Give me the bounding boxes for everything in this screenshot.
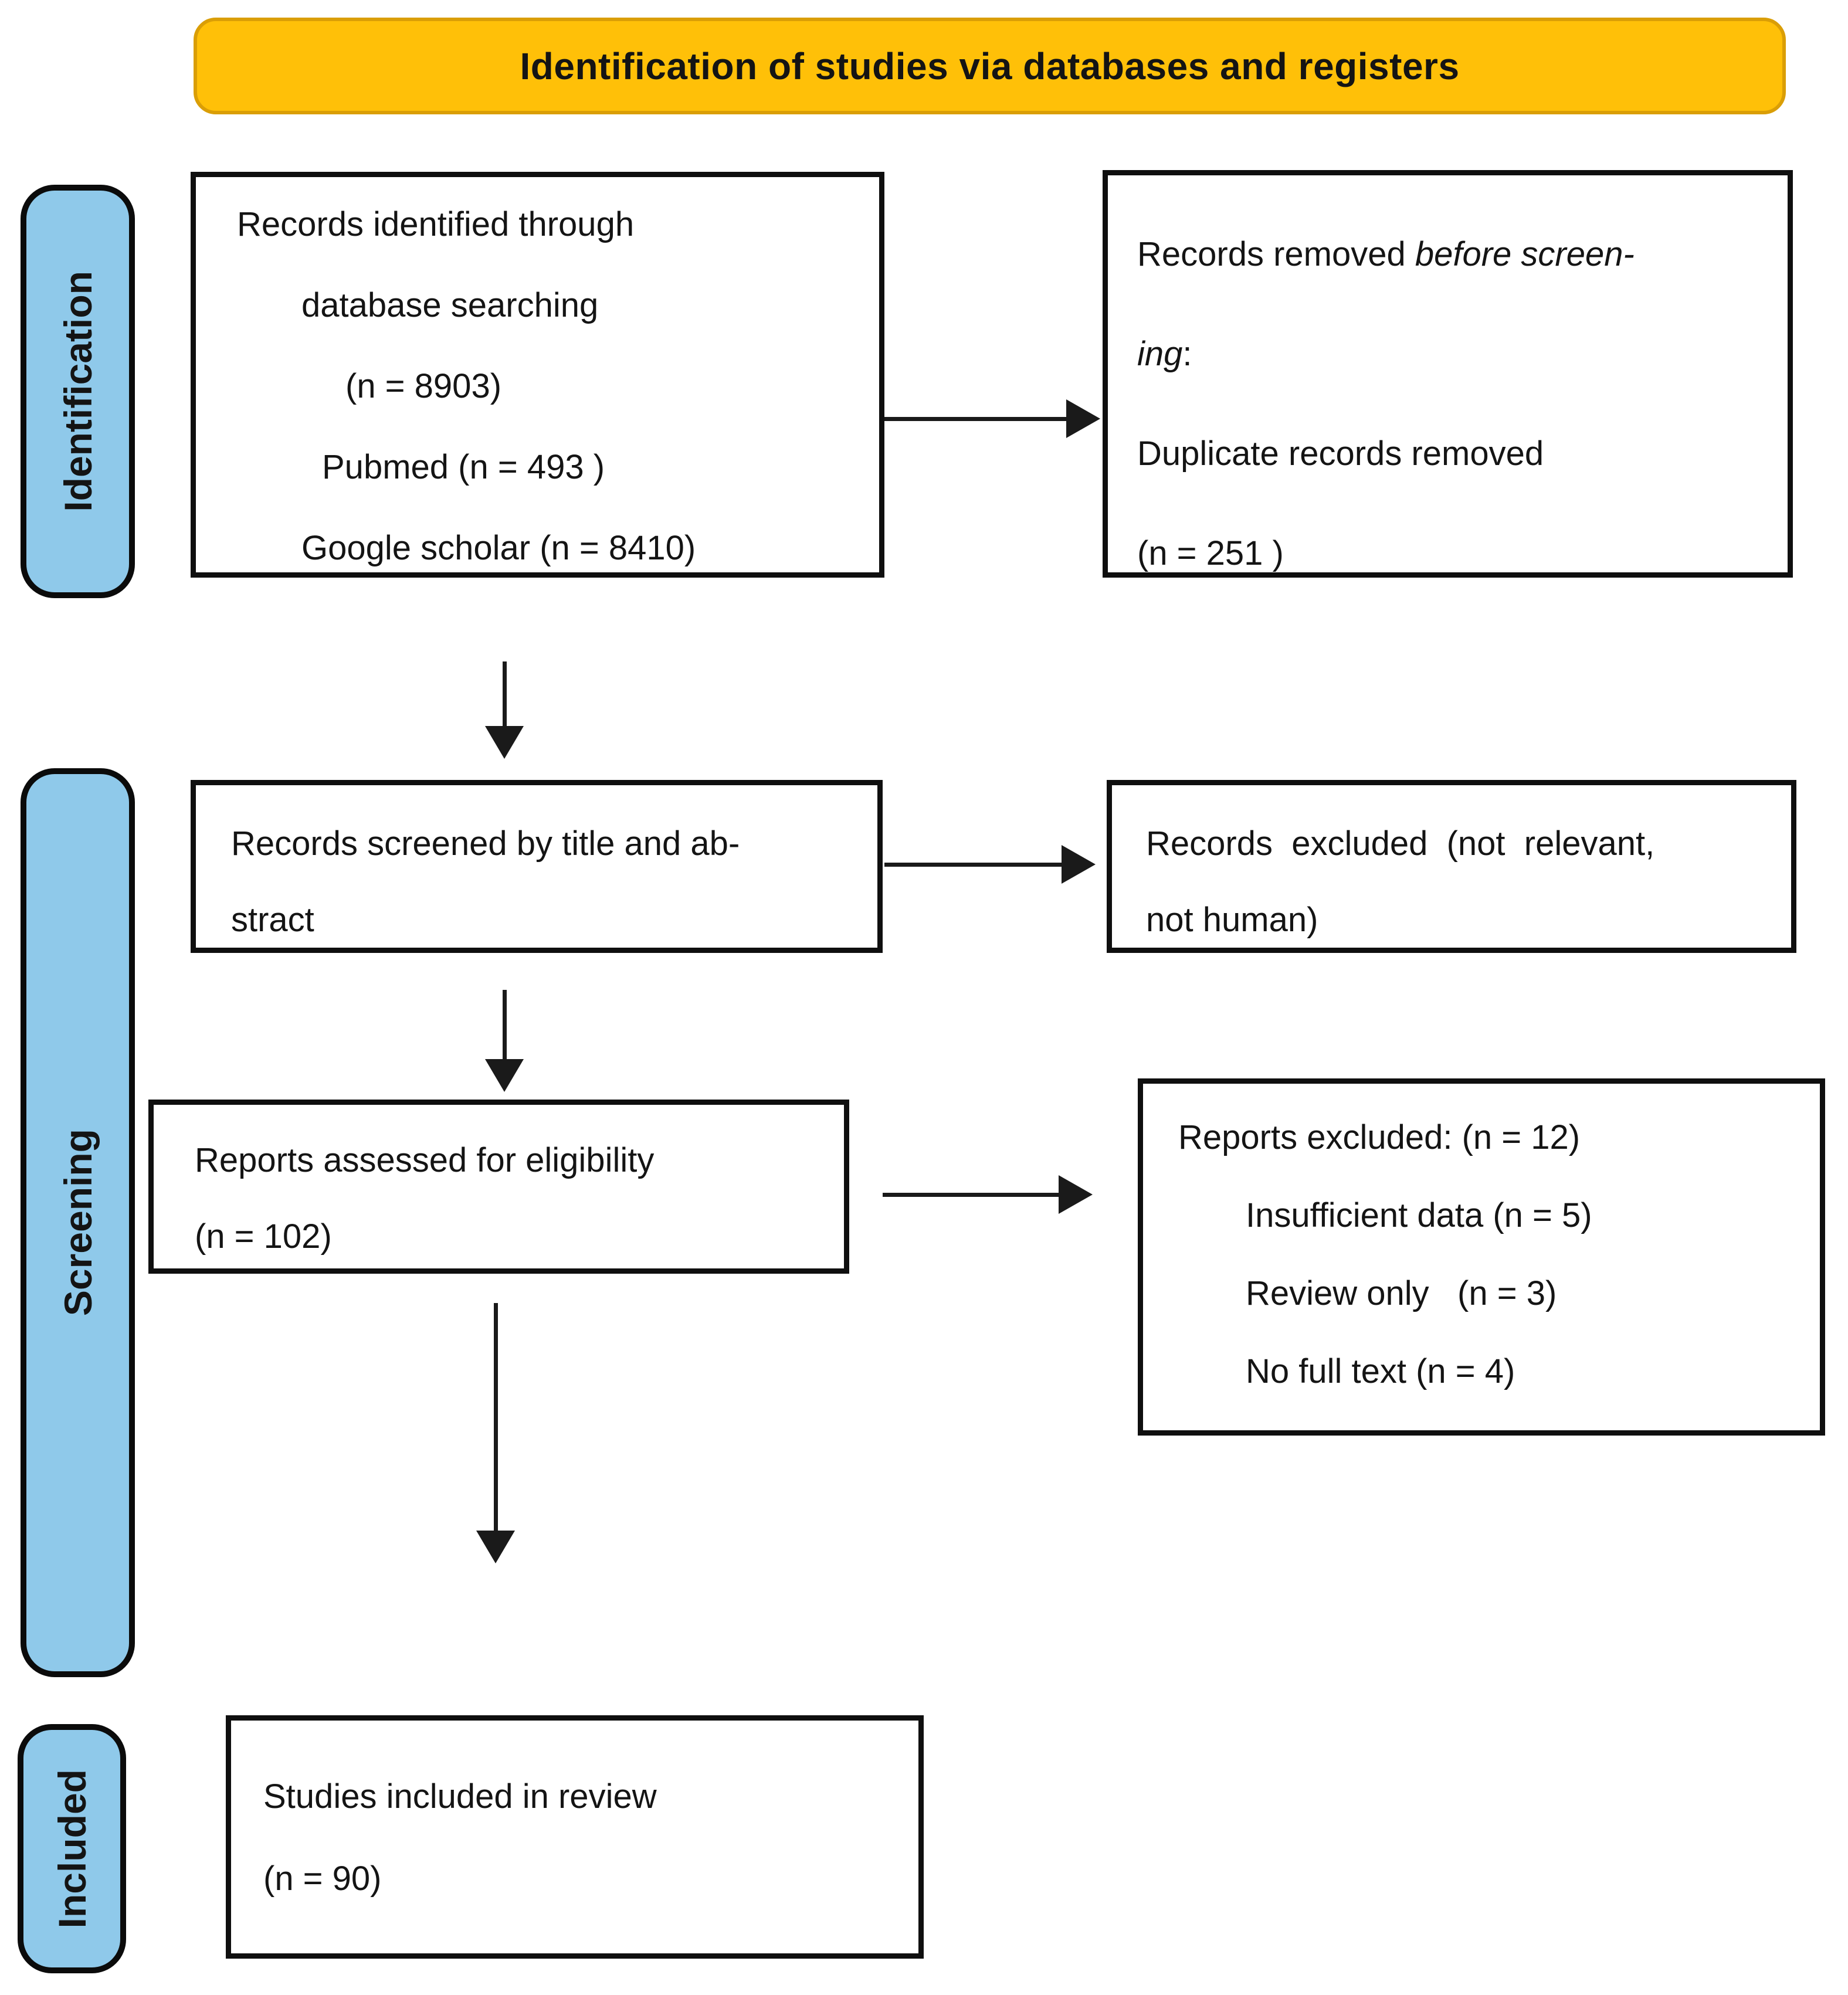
box-line: Insufficient data (n = 5) (1246, 1196, 1592, 1234)
box-line: Records screened by title and ab- (231, 825, 740, 863)
box-line: (n = 8903) (345, 367, 502, 405)
diagram-title: Identification of studies via databases … (520, 45, 1460, 87)
box-line: stract (231, 901, 314, 939)
box-line: ing: (1137, 335, 1192, 373)
box-records-removed: Records removed before screen- ing: Dupl… (1103, 170, 1793, 578)
box-line: (n = 251 ) (1137, 534, 1284, 572)
box-line: Reports assessed for eligibility (195, 1141, 655, 1179)
box-line: Google scholar (n = 8410) (301, 529, 696, 567)
box-line: Records removed before screen- (1137, 235, 1635, 273)
box-line: (n = 90) (263, 1860, 382, 1898)
stage-bar-identification: Identification (21, 185, 135, 598)
box-records-identified: Records identified through database sear… (191, 172, 884, 578)
stage-bar-screening: Screening (21, 768, 135, 1677)
stage-label-screening: Screening (56, 1129, 100, 1317)
box-line: No full text (n = 4) (1246, 1352, 1515, 1390)
box-line: Studies included in review (263, 1777, 657, 1816)
stage-label-included: Included (50, 1769, 94, 1929)
box-reports-excluded: Reports excluded: (n = 12) Insufficient … (1138, 1078, 1825, 1436)
stage-label-identification: Identification (56, 271, 100, 512)
box-records-excluded: Records excluded (not relevant, not huma… (1107, 780, 1796, 953)
box-line: Duplicate records removed (1137, 435, 1544, 473)
box-line: Records excluded (not relevant, (1146, 825, 1655, 863)
box-line: Pubmed (n = 493 ) (322, 448, 605, 486)
box-studies-included: Studies included in review (n = 90) (226, 1715, 924, 1959)
box-line: Records identified through (237, 205, 635, 243)
box-line: Reports excluded: (n = 12) (1178, 1118, 1581, 1156)
box-line: database searching (301, 286, 599, 324)
box-line: Review only (n = 3) (1246, 1274, 1557, 1312)
diagram-title-banner: Identification of studies via databases … (194, 18, 1786, 114)
box-records-screened: Records screened by title and ab- stract (191, 780, 883, 953)
box-line: (n = 102) (195, 1217, 332, 1256)
box-line: not human) (1146, 901, 1318, 939)
box-reports-assessed: Reports assessed for eligibility (n = 10… (148, 1100, 849, 1274)
stage-bar-included: Included (18, 1724, 126, 1973)
